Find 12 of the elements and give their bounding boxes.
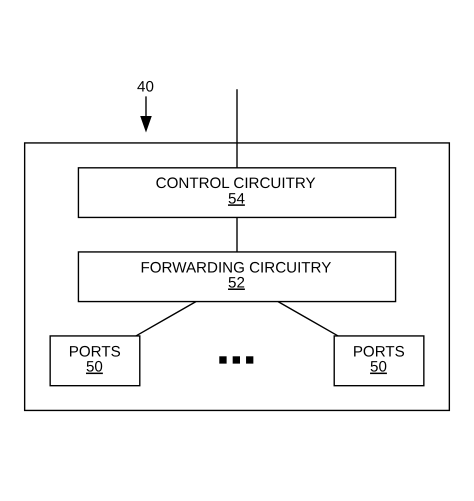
connector (236, 89, 238, 168)
connector (278, 301, 338, 337)
connector (136, 301, 196, 337)
node-box: FORWARDING CIRCUITRY 52 (78, 251, 396, 302)
node-box: CONTROL CIRCUITRY 54 (78, 167, 396, 218)
arrow (140, 96, 152, 133)
node-text: 40 (137, 78, 154, 96)
node-box: PORTS 50 (334, 335, 425, 386)
connector (236, 218, 238, 252)
cluster (24, 142, 450, 412)
node-box: PORTS 50 (49, 335, 140, 386)
label: ■ ■ ■ (218, 352, 254, 369)
